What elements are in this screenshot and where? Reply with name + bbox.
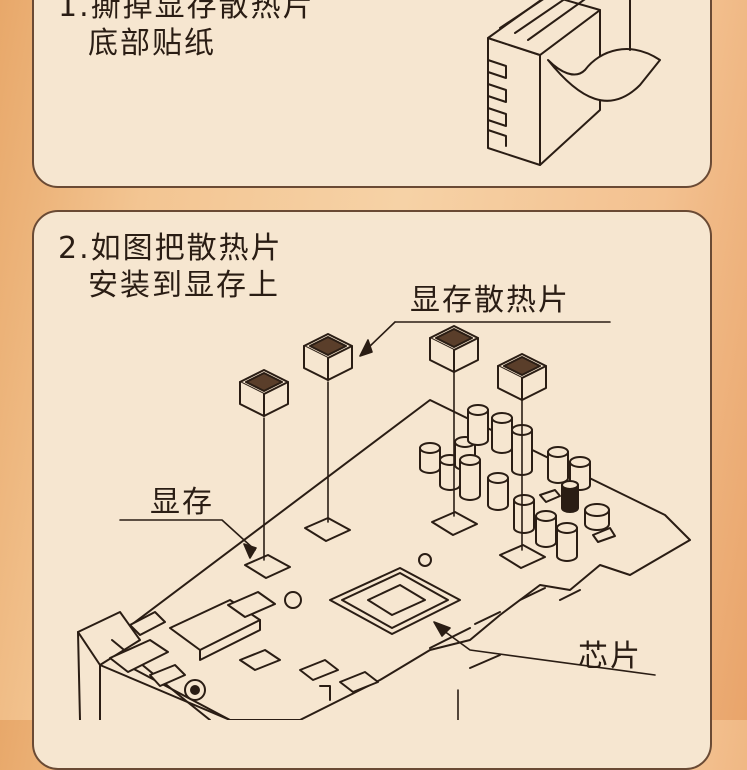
heatsink-icons xyxy=(239,325,547,417)
step2-line1: 2.如图把散热片 xyxy=(58,231,283,266)
chip-label: 芯片 xyxy=(578,639,642,674)
guide-lines xyxy=(263,371,523,561)
heatsink-label: 显存散热片 xyxy=(410,283,570,318)
step1-line2: 底部贴纸 xyxy=(88,26,216,61)
step1-text: 1.撕掉显存散热片 底部贴纸 xyxy=(58,0,315,62)
memory-label: 显存 xyxy=(150,485,214,520)
graphics-card-icon xyxy=(77,399,691,720)
callout-leaders xyxy=(119,321,656,720)
heatsink-peel-icon xyxy=(487,0,661,166)
step1-line1: 1.撕掉显存散热片 xyxy=(58,0,315,24)
step2-line2: 安装到显存上 xyxy=(88,268,280,303)
step2-text: 2.如图把散热片 安装到显存上 xyxy=(58,230,283,304)
illustration xyxy=(77,0,691,720)
